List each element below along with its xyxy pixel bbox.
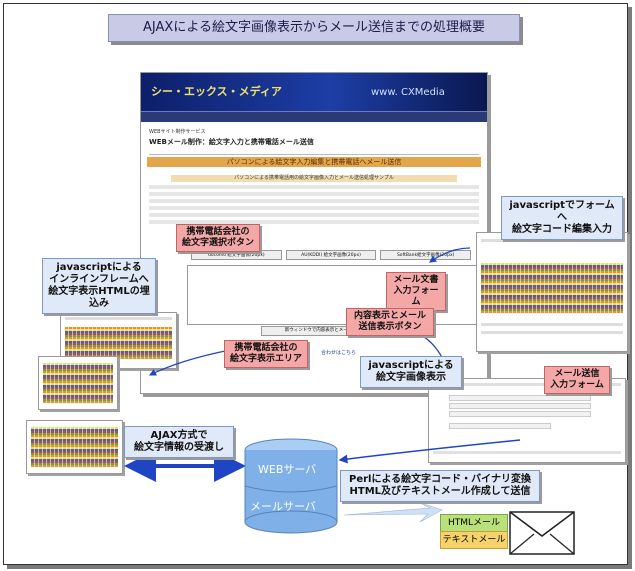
html-mail-label: HTMLメール	[440, 514, 508, 532]
web-server-label: WEBサーバ	[258, 463, 317, 476]
section-service: WEBサイト制作サービス	[149, 129, 206, 135]
site-www-mark: www. CXMedia	[371, 87, 445, 98]
form-row	[449, 395, 591, 401]
thumb-bar	[481, 331, 623, 334]
callout-js-form-input: javascriptでフォームへ 絵文字コード編集入力	[501, 196, 623, 240]
au-button[interactable]: AU(KDDI) 絵文字画像(20px)	[285, 250, 377, 260]
text-line	[149, 199, 479, 203]
arrow-mail	[343, 501, 443, 523]
callout-content-send-button: 内容表示とメール 送信表示ボタン	[346, 308, 434, 336]
text-line	[149, 220, 479, 224]
text-line	[149, 192, 479, 196]
emoji-form-thumb	[476, 232, 628, 352]
emoji-grid	[43, 363, 113, 403]
arrow-form	[429, 247, 471, 263]
form-row	[449, 411, 591, 417]
thumb-bar	[65, 317, 172, 320]
softbank-button[interactable]: SoftBank絵文字画像(20px)	[380, 250, 472, 260]
main-page-screenshot: シー・エックス・メディア www. CXMedia WEBサイト制作サービス W…	[140, 72, 488, 394]
text-mail-label: テキストメール	[440, 531, 508, 549]
arrow-display	[148, 349, 231, 376]
thumb-bar	[433, 383, 621, 386]
site-logo: シー・エックス・メディア	[151, 85, 282, 98]
text-line	[149, 213, 479, 217]
diagram-title: AJAXによる絵文字画像表示からメール送信までの処理概要	[108, 14, 520, 42]
section-title: WEBメール制作：絵文字入力と携帯電話メール送信	[149, 138, 314, 146]
emoji-grid	[31, 427, 118, 467]
callout-mail-send-form: メール送信 入力フォーム	[544, 366, 610, 394]
arrow-to-server	[338, 439, 521, 464]
callout-js-iframe: javascriptによる インラインフレームへ 絵文字表示HTMLの埋込み	[42, 258, 156, 314]
thumb-bar	[481, 323, 623, 326]
emoji-grid	[481, 263, 623, 313]
breadcrumb	[149, 149, 479, 155]
contact-link[interactable]: 合わせはこちら	[321, 350, 357, 356]
text-line	[149, 206, 479, 210]
iframe-thumb	[26, 420, 123, 474]
form-row	[449, 403, 591, 409]
iframe-thumb	[38, 356, 118, 410]
envelope-icon	[509, 511, 575, 555]
callout-carrier-display-area: 携帯電話会社の 絵文字表示エリア	[224, 340, 308, 368]
site-nav-bar	[141, 111, 487, 122]
site-banner: シー・エックス・メディア www. CXMedia	[141, 73, 487, 111]
thumb-bar	[433, 451, 621, 454]
emoji-grid	[65, 327, 172, 359]
mail-server-label: メールサーバ	[250, 500, 316, 513]
page-header-bar: パソコンによる絵文字入力編集と携帯電話へメール送信	[147, 157, 481, 167]
page-subheader: パソコンによる携帯電話用の絵文字画像入力とメール送信処理サンプル	[171, 175, 457, 182]
callout-perl-process: Perlによる絵文字コード・バイナリ変換 HTML及びテキストメール作成して送信	[340, 470, 540, 502]
thumb-bar	[481, 239, 623, 242]
form-row	[449, 423, 551, 429]
callout-carrier-select: 携帯電話会社の 絵文字選択ボタン	[176, 224, 260, 252]
callout-ajax-exchange: AJAX方式で 絵文字情報の受渡し	[124, 426, 234, 458]
callout-js-emoji-display: javascriptによる 絵文字画像表示	[360, 356, 462, 388]
server-cylinder	[244, 438, 338, 534]
text-line	[149, 185, 479, 189]
callout-mail-body-form: メール文書 入力フォーム	[386, 272, 446, 311]
